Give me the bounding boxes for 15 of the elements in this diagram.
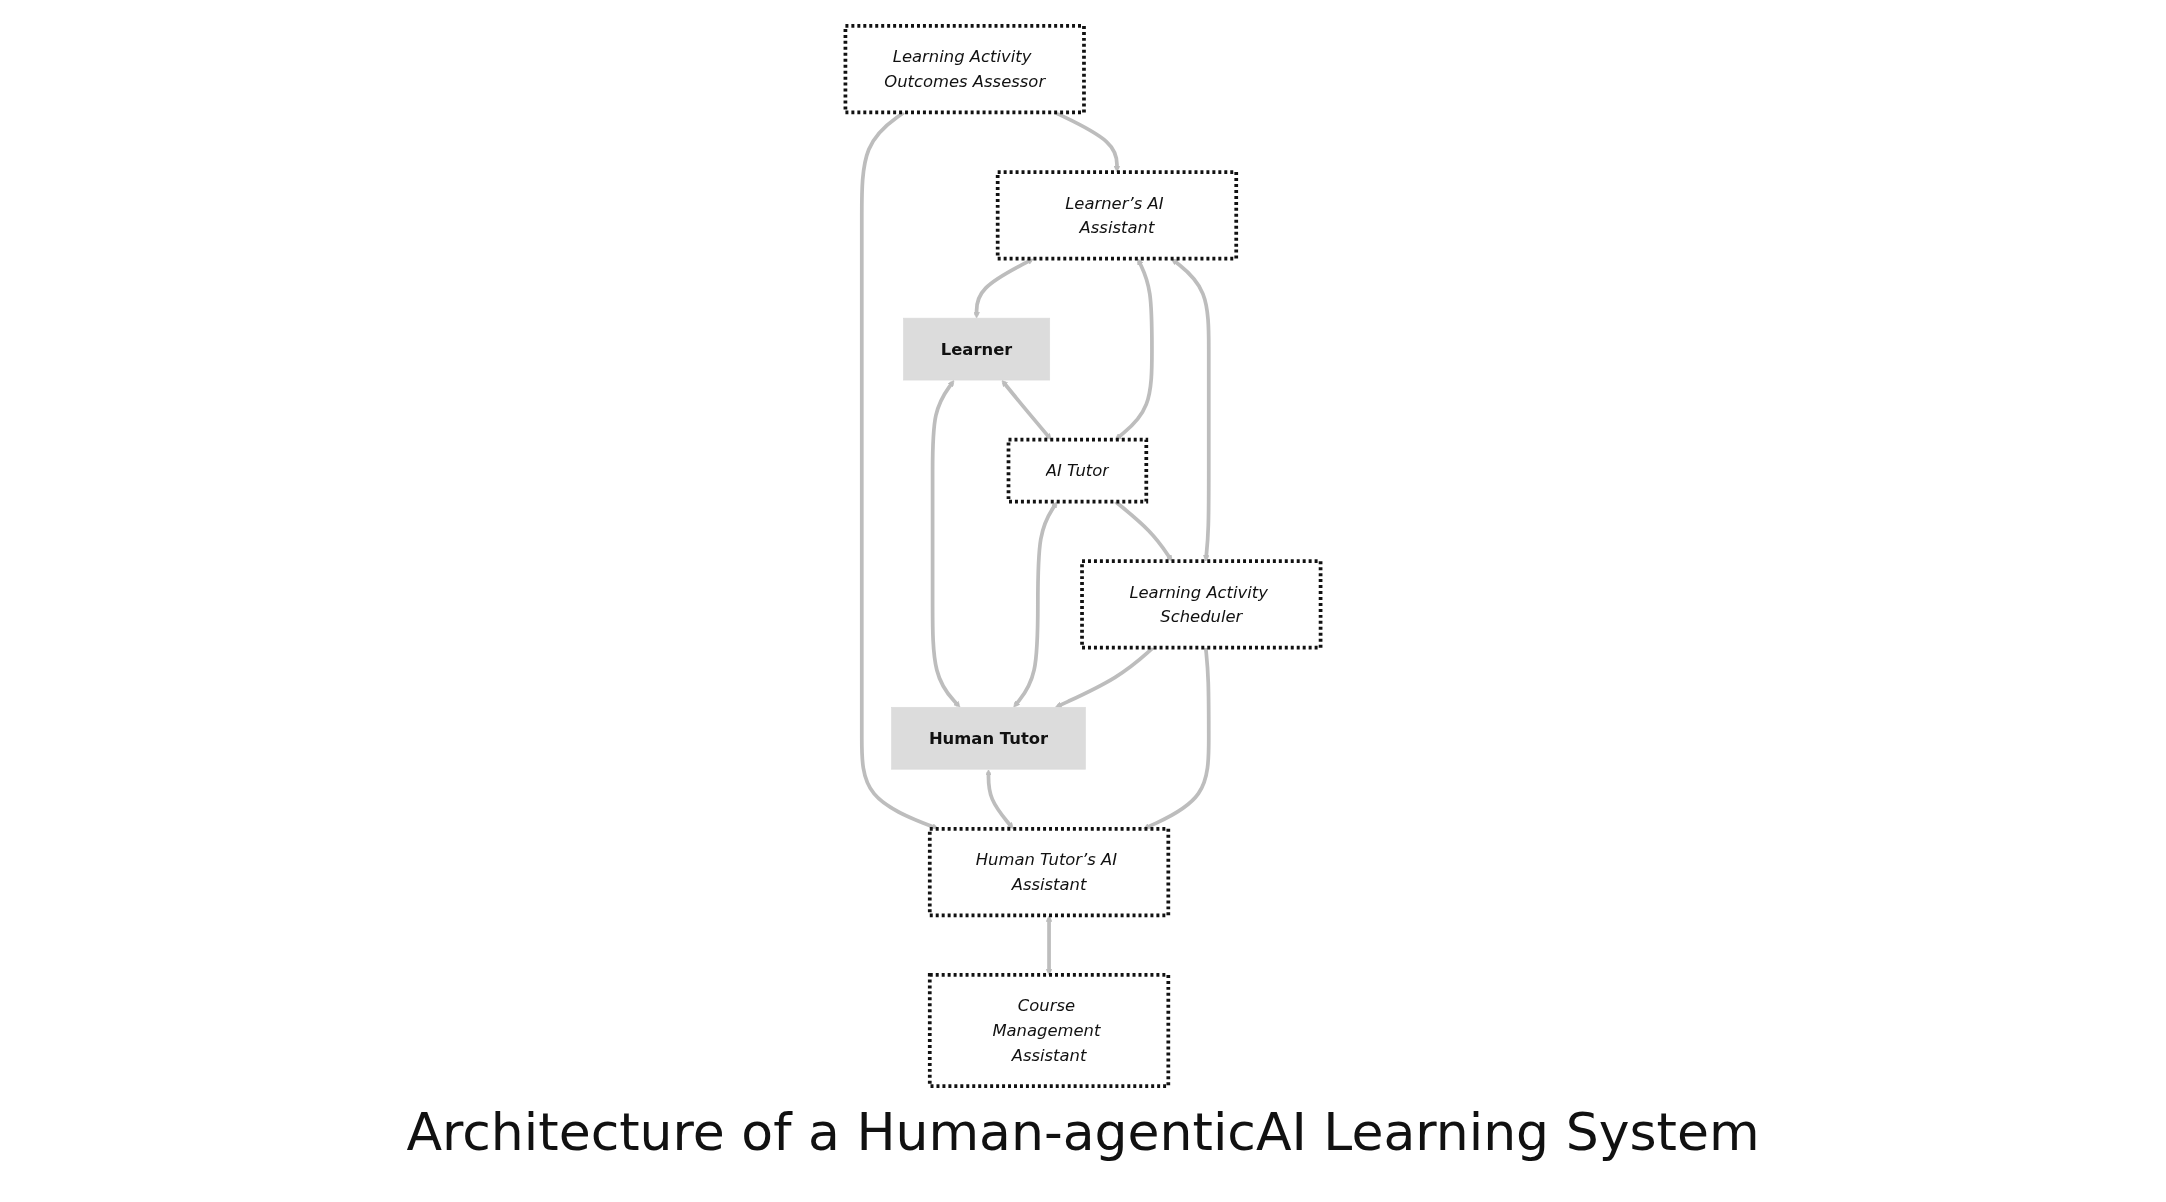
caption: Architecture of a Human-agenticAI Learning System	[406, 1102, 1760, 1162]
node-box: Learner	[903, 317, 1051, 381]
node-box: Learner’s AI Assistant	[995, 170, 1239, 261]
arrow	[1171, 258, 1211, 562]
node-box: Course Management Assistant	[927, 973, 1171, 1088]
arrow	[930, 380, 961, 708]
arrow	[1013, 501, 1058, 708]
node-box: AI Tutor	[1006, 437, 1149, 504]
node-box: Human Tutor	[891, 706, 1086, 770]
arrow	[1001, 380, 1052, 440]
node-box: Human Tutor’s AI Assistant	[927, 827, 1171, 918]
node-box: Learning Activity Scheduler	[1080, 559, 1323, 650]
arrow	[1115, 258, 1154, 440]
node-box: Learning Activity Outcomes Assessor	[843, 24, 1086, 115]
arrow	[973, 258, 1034, 319]
